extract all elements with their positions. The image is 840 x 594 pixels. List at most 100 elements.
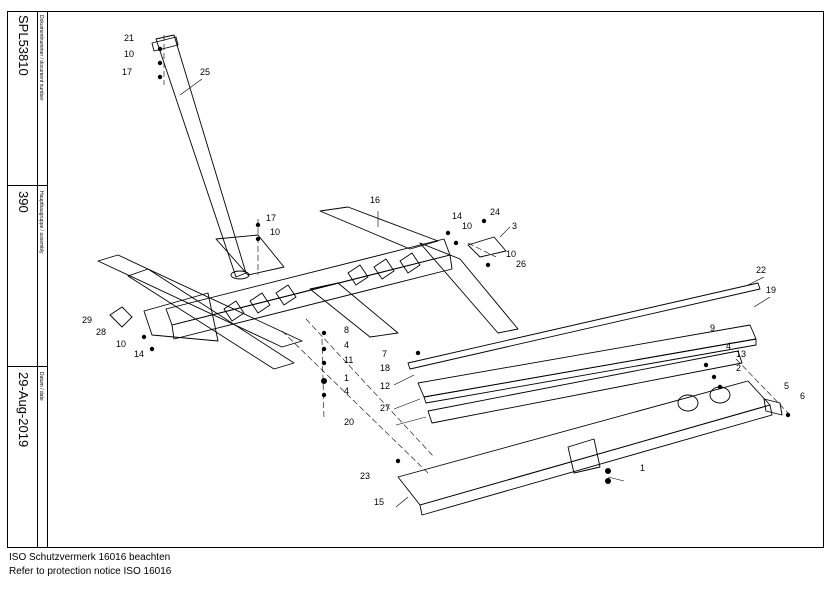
assembly-line	[281, 330, 429, 474]
bolt	[255, 222, 261, 228]
assembly-lines	[163, 35, 791, 474]
frame-window	[223, 300, 245, 322]
nut	[149, 346, 155, 352]
cross-arm-top	[319, 206, 439, 250]
callout-15: 15	[374, 497, 384, 507]
callout-21: 21	[124, 33, 134, 43]
strut-top-bracket	[151, 36, 179, 52]
spacer	[321, 378, 327, 384]
beam-cutout	[677, 394, 699, 412]
assembly-line	[735, 358, 791, 416]
rail-channel	[427, 350, 743, 424]
callout-14: 14	[452, 211, 462, 221]
bolt	[395, 458, 401, 464]
bolt	[321, 330, 327, 336]
washer	[321, 346, 327, 352]
leader-line	[393, 374, 415, 386]
callout-17: 17	[122, 67, 132, 77]
callout-10: 10	[270, 227, 280, 237]
callout-10: 10	[462, 221, 472, 231]
spacer	[605, 478, 611, 484]
leader-line	[179, 78, 203, 96]
protection-notice-de: ISO Schutzvermerk 16016 beachten	[9, 552, 171, 563]
leader-line	[393, 398, 421, 410]
callout-28: 28	[96, 327, 106, 337]
leader-line	[395, 496, 409, 508]
nut	[717, 384, 723, 390]
rail-profile-lower	[423, 338, 757, 404]
bolt	[445, 230, 451, 236]
title-block-separator	[7, 366, 48, 367]
callout-7: 7	[382, 349, 387, 359]
frame-end-plate	[143, 292, 219, 342]
washer	[321, 360, 327, 366]
washer	[321, 392, 327, 398]
frame-cross-member	[165, 238, 451, 326]
title-block-divider	[37, 11, 38, 548]
washer	[157, 60, 163, 66]
callout-22: 22	[756, 265, 766, 275]
frame-window	[373, 258, 395, 280]
leader-line	[753, 296, 771, 308]
beam-end-bracket	[763, 398, 783, 416]
date-label: Datum / date	[38, 372, 44, 401]
callout-20: 20	[344, 417, 354, 427]
callout-27: 27	[380, 403, 390, 413]
callout-14: 14	[134, 349, 144, 359]
nut	[485, 262, 491, 268]
callout-1: 1	[640, 463, 645, 473]
callout-8: 8	[344, 325, 349, 335]
callout-5: 5	[784, 381, 789, 391]
rail-profile	[417, 324, 757, 398]
bolt	[703, 362, 709, 368]
cross-arm-right	[419, 242, 519, 334]
callout-13: 13	[736, 349, 746, 359]
pin	[415, 350, 421, 356]
assembly-label: Hauptbaugruppe / assembly	[38, 191, 44, 254]
washer	[453, 240, 459, 246]
spacer	[605, 468, 611, 474]
title-block: SPL53810 Dokumentnummer / document numbe…	[7, 11, 48, 548]
washer	[141, 334, 147, 340]
callout-4: 4	[344, 386, 349, 396]
bolt	[785, 412, 791, 418]
callout-16: 16	[370, 195, 380, 205]
hook-part	[109, 306, 133, 328]
leader-line	[747, 276, 765, 286]
callout-2: 2	[736, 363, 741, 373]
exploded-parts-drawing: 21 10 17 25 16 14 10 24 3 17 10 10 26 22…	[48, 11, 824, 548]
document-date: 29-Aug-2019	[16, 372, 31, 448]
leader-line	[395, 416, 427, 426]
leader-line	[607, 476, 625, 482]
document-number-label: Dokumentnummer / document number	[38, 15, 44, 101]
frame-left-rail	[97, 254, 303, 348]
beam-mount-block	[567, 438, 601, 474]
callout-1: 1	[344, 373, 349, 383]
document-number: SPL53810	[16, 15, 31, 76]
frame-left-rail-lower	[127, 268, 295, 370]
callout-10: 10	[124, 49, 134, 59]
callout-26: 26	[516, 259, 526, 269]
frame-window	[347, 264, 369, 286]
protection-notice-en: Refer to protection notice ISO 16016	[9, 566, 172, 577]
frame-window	[399, 252, 421, 274]
assembly-number: 390	[16, 191, 31, 213]
bolt	[481, 218, 487, 224]
support-bracket	[467, 236, 507, 258]
beam-cutout	[709, 386, 731, 404]
callout-18: 18	[380, 363, 390, 373]
callout-17: 17	[266, 213, 276, 223]
assembly-line	[467, 242, 497, 258]
callout-25: 25	[200, 67, 210, 77]
callout-labels: 21 10 17 25 16 14 10 24 3 17 10 10 26 22…	[82, 33, 805, 507]
callout-9: 9	[710, 323, 715, 333]
washer	[255, 236, 261, 242]
cross-arm-left	[215, 234, 285, 276]
callout-24: 24	[490, 207, 500, 217]
frame-cross-member-side	[171, 254, 453, 340]
washer	[711, 374, 717, 380]
pin	[157, 74, 163, 80]
callout-11: 11	[344, 355, 353, 365]
fasteners	[141, 46, 791, 484]
callout-6: 6	[800, 391, 805, 401]
